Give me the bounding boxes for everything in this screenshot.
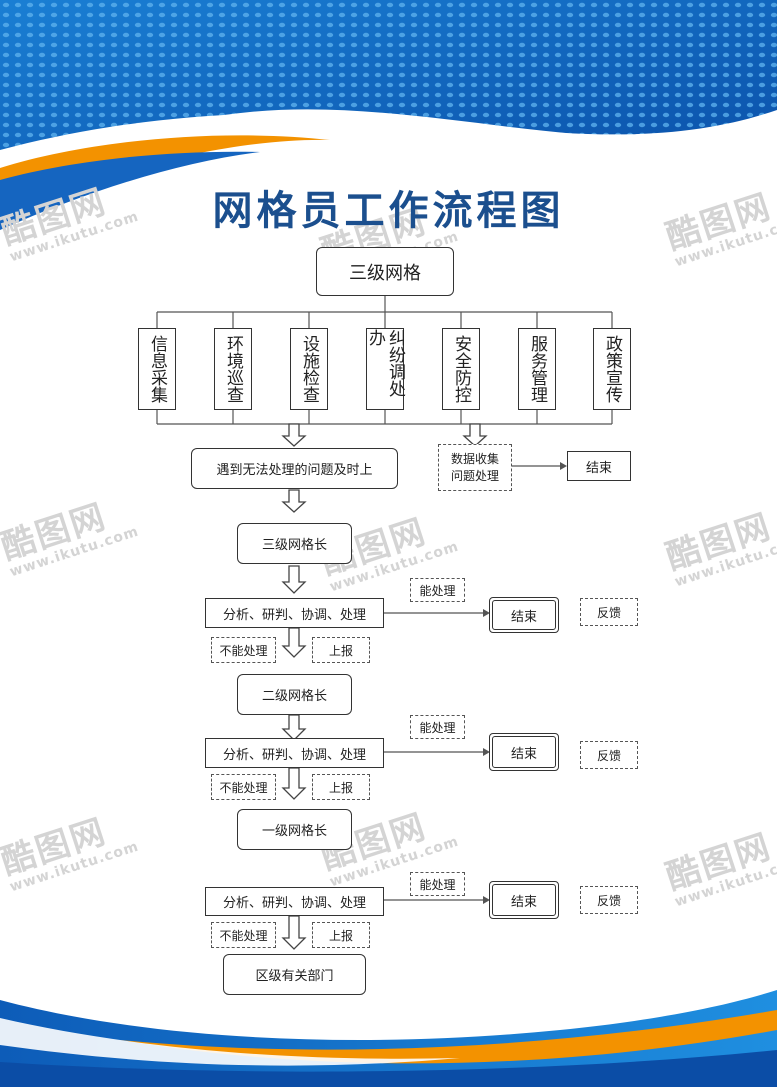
can-handle-label: 能处理	[410, 715, 465, 739]
end-label: 结束	[492, 600, 556, 630]
data-collect-node: 数据收集 问题处理	[438, 444, 512, 491]
cannot-handle-label: 不能处理	[211, 922, 276, 948]
end-node: 结束	[489, 597, 559, 633]
report-label: 上报	[312, 922, 370, 948]
category-node: 纠纷调处办	[365, 328, 405, 410]
level-head-node: 一级网格长	[237, 809, 352, 850]
end-node: 结束	[489, 881, 559, 919]
level-head-node: 三级网格长	[237, 523, 352, 564]
end-node-top: 结束	[567, 451, 631, 481]
report-label: 上报	[312, 774, 370, 800]
category-node: 设施检查	[290, 328, 328, 410]
cannot-handle-label: 不能处理	[211, 774, 276, 800]
level-head-node: 二级网格长	[237, 674, 352, 715]
analyze-node: 分析、研判、协调、处理	[205, 738, 384, 768]
category-node: 信息采集	[138, 328, 176, 410]
analyze-node: 分析、研判、协调、处理	[205, 887, 384, 916]
can-handle-label: 能处理	[410, 578, 465, 602]
top-grid-node: 三级网格	[316, 247, 454, 296]
analyze-node: 分析、研判、协调、处理	[205, 598, 384, 628]
can-handle-label: 能处理	[410, 872, 465, 896]
page-title: 网格员工作流程图	[212, 188, 565, 234]
cannot-handle-label: 不能处理	[211, 637, 276, 663]
category-node: 服务管理	[518, 328, 556, 410]
feedback-label: 反馈	[580, 741, 638, 769]
end-label: 结束	[492, 736, 556, 768]
feedback-label: 反馈	[580, 598, 638, 626]
category-node: 安全防控	[442, 328, 480, 410]
end-node: 结束	[489, 733, 559, 771]
feedback-label: 反馈	[580, 886, 638, 914]
encounter-problem-node: 遇到无法处理的问题及时上	[191, 448, 398, 489]
category-node: 政策宣传	[593, 328, 631, 410]
category-node: 环境巡查	[214, 328, 252, 410]
report-label: 上报	[312, 637, 370, 663]
end-label: 结束	[492, 884, 556, 916]
district-department-node: 区级有关部门	[223, 954, 366, 995]
